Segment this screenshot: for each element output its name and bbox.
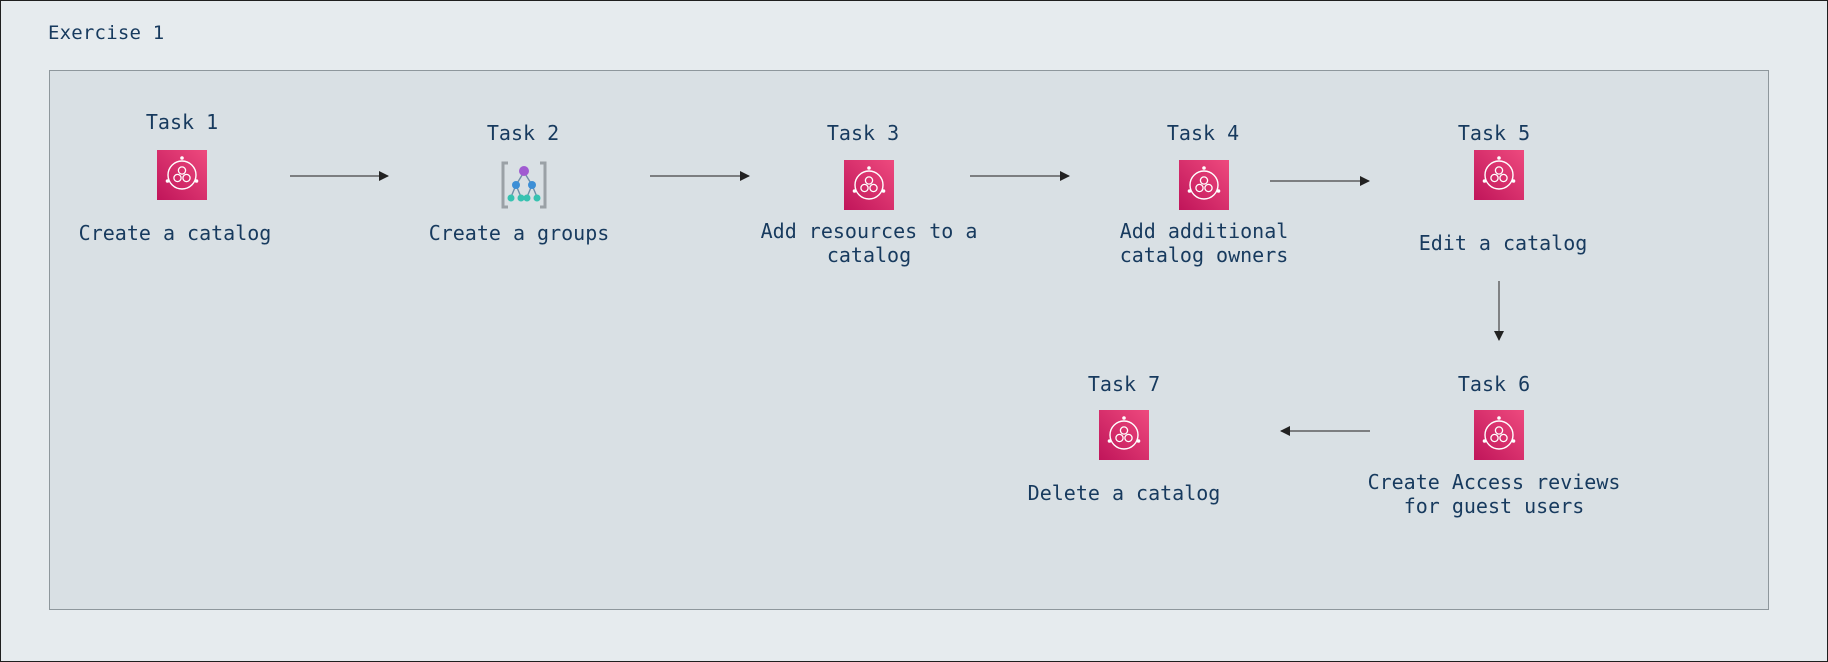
task-5-label: Task 5	[1457, 121, 1531, 145]
task-1-caption: Create a catalog	[79, 221, 272, 245]
exercise-title: Exercise 1	[48, 22, 165, 44]
task-6-label: Task 6	[1457, 372, 1531, 396]
task-7-catalog-icon	[1099, 410, 1149, 460]
task-3-caption-line-2: catalog	[826, 243, 912, 267]
task-6-caption-line-1: Create Access reviews	[1367, 470, 1621, 494]
task-7-label: Task 7	[1087, 372, 1161, 396]
task-3-caption-line-1: Add resources to a	[760, 219, 978, 243]
task-2-groups-icon	[499, 160, 549, 210]
task-4-caption-line-1: Add additional	[1119, 219, 1289, 243]
task-2-caption-line-1: Create a groups	[428, 221, 610, 245]
task-2-caption: Create a groups	[429, 221, 610, 245]
task-1-catalog-icon	[157, 150, 207, 200]
task-6-caption: Create Access reviews for guest users	[1368, 470, 1621, 518]
task-3-label: Task 3	[826, 121, 900, 145]
task-3-catalog-icon	[844, 160, 894, 210]
task-1-caption-line-1: Create a catalog	[78, 221, 272, 245]
task-4-label: Task 4	[1166, 121, 1240, 145]
task-1-label: Task 1	[145, 110, 219, 134]
task-6-catalog-icon	[1474, 410, 1524, 460]
task-7-caption: Delete a catalog	[1028, 481, 1221, 505]
task-4-caption-line-2: catalog owners	[1119, 243, 1289, 267]
task-4-caption: Add additional catalog owners	[1120, 219, 1289, 267]
task-5-caption: Edit a catalog	[1419, 231, 1588, 255]
task-3-caption: Add resources to a catalog	[761, 219, 978, 267]
task-5-catalog-icon	[1474, 150, 1524, 200]
task-5-caption-line-1: Edit a catalog	[1418, 231, 1588, 255]
task-6-caption-line-2: for guest users	[1403, 494, 1585, 518]
task-4-catalog-icon	[1179, 160, 1229, 210]
task-7-caption-line-1: Delete a catalog	[1027, 481, 1221, 505]
task-2-label: Task 2	[486, 121, 560, 145]
